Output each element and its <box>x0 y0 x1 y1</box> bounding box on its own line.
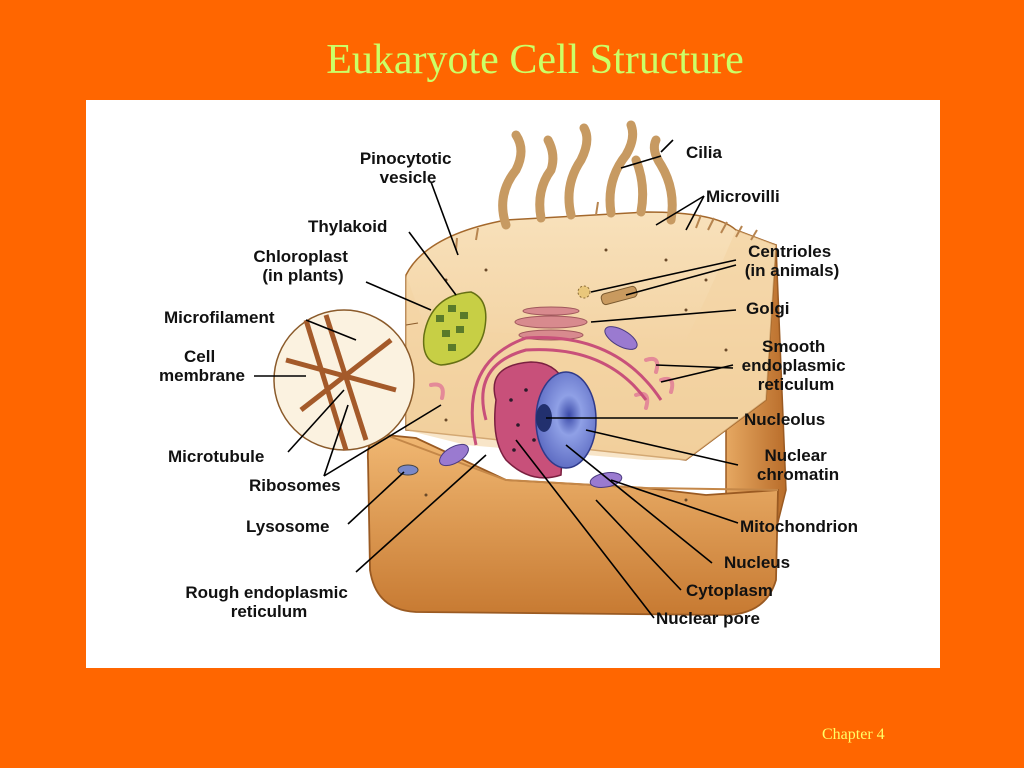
label-nucleus: Nucleus <box>724 553 790 572</box>
golgi-organelle <box>514 306 588 341</box>
label-nuclear-pore: Nuclear pore <box>656 609 760 628</box>
slide-footer: Chapter 4 <box>822 726 885 743</box>
leader-lines <box>254 139 739 619</box>
membrane-inset <box>273 309 419 451</box>
nucleus-organelle <box>493 361 597 479</box>
label-cell-membrane: Cell membrane <box>159 347 245 385</box>
label-nucleolus: Nucleolus <box>744 410 825 429</box>
label-rough-er: Rough endoplasmic reticulum <box>185 583 352 621</box>
smooth-er-organelle <box>429 356 675 410</box>
label-smooth-er: Smooth endoplasmic reticulum <box>742 337 851 394</box>
label-mitochondrion: Mitochondrion <box>740 517 858 536</box>
labels: Pinocytotic vesicle Thylakoid Chloroplas… <box>159 143 858 628</box>
chloroplast-organelle <box>422 291 487 366</box>
cell-diagram-panel: Pinocytotic vesicle Thylakoid Chloroplas… <box>86 100 940 668</box>
label-cytoplasm: Cytoplasm <box>686 581 773 600</box>
label-pinocytotic-vesicle: Pinocytotic vesicle <box>360 149 456 187</box>
cytoplasm-dots <box>424 248 728 502</box>
label-chloroplast: Chloroplast (in plants) <box>253 247 352 285</box>
label-cilia: Cilia <box>686 143 722 162</box>
eukaryote-cell-diagram: Pinocytotic vesicle Thylakoid Chloroplas… <box>159 120 858 628</box>
label-nuclear-chromatin: Nuclear chromatin <box>757 446 839 484</box>
nucleolus-organelle <box>536 404 552 432</box>
label-microfilament: Microfilament <box>164 308 275 327</box>
label-centrioles: Centrioles (in animals) <box>745 242 839 280</box>
label-microtubule: Microtubule <box>168 447 264 466</box>
label-ribosomes: Ribosomes <box>249 476 341 495</box>
lysosome-organelle <box>397 464 419 476</box>
centrioles-organelle <box>577 285 638 306</box>
label-thylakoid: Thylakoid <box>308 217 387 236</box>
slide-title: Eukaryote Cell Structure <box>326 37 744 83</box>
label-golgi: Golgi <box>746 299 789 318</box>
label-microvilli: Microvilli <box>706 187 780 206</box>
cilia-group <box>498 120 677 230</box>
microvilli-group <box>455 201 758 251</box>
cell-front-face <box>366 434 779 616</box>
label-lysosome: Lysosome <box>246 517 329 536</box>
